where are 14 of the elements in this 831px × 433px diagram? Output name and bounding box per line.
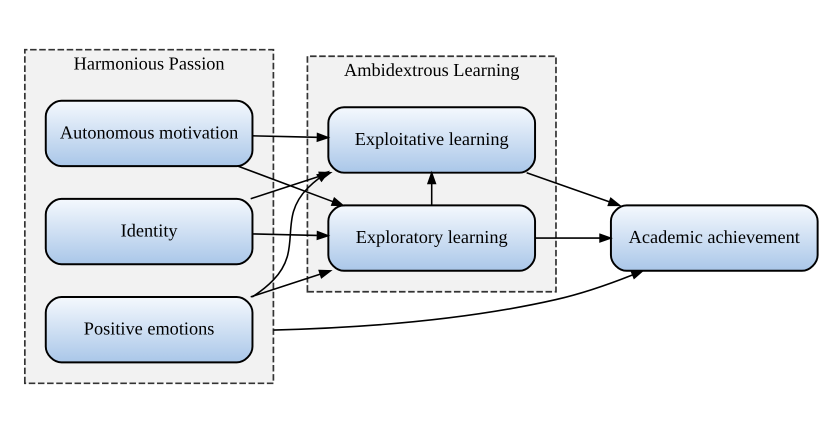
node-box: Academic achievement xyxy=(609,204,818,272)
node-box: Exploitative learning xyxy=(326,106,536,174)
arrow xyxy=(534,233,612,243)
arrow xyxy=(252,132,330,142)
node-box: Identity xyxy=(44,198,253,266)
node-box: Exploratory learning xyxy=(326,204,536,272)
node-box: Positive emotions xyxy=(44,296,253,364)
arrow xyxy=(252,230,330,240)
arrow xyxy=(272,270,644,331)
node-box: Autonomous motivation xyxy=(44,100,253,168)
arrow xyxy=(237,166,345,206)
arrow xyxy=(526,172,622,206)
arrow xyxy=(250,270,332,298)
arrow xyxy=(426,170,436,206)
